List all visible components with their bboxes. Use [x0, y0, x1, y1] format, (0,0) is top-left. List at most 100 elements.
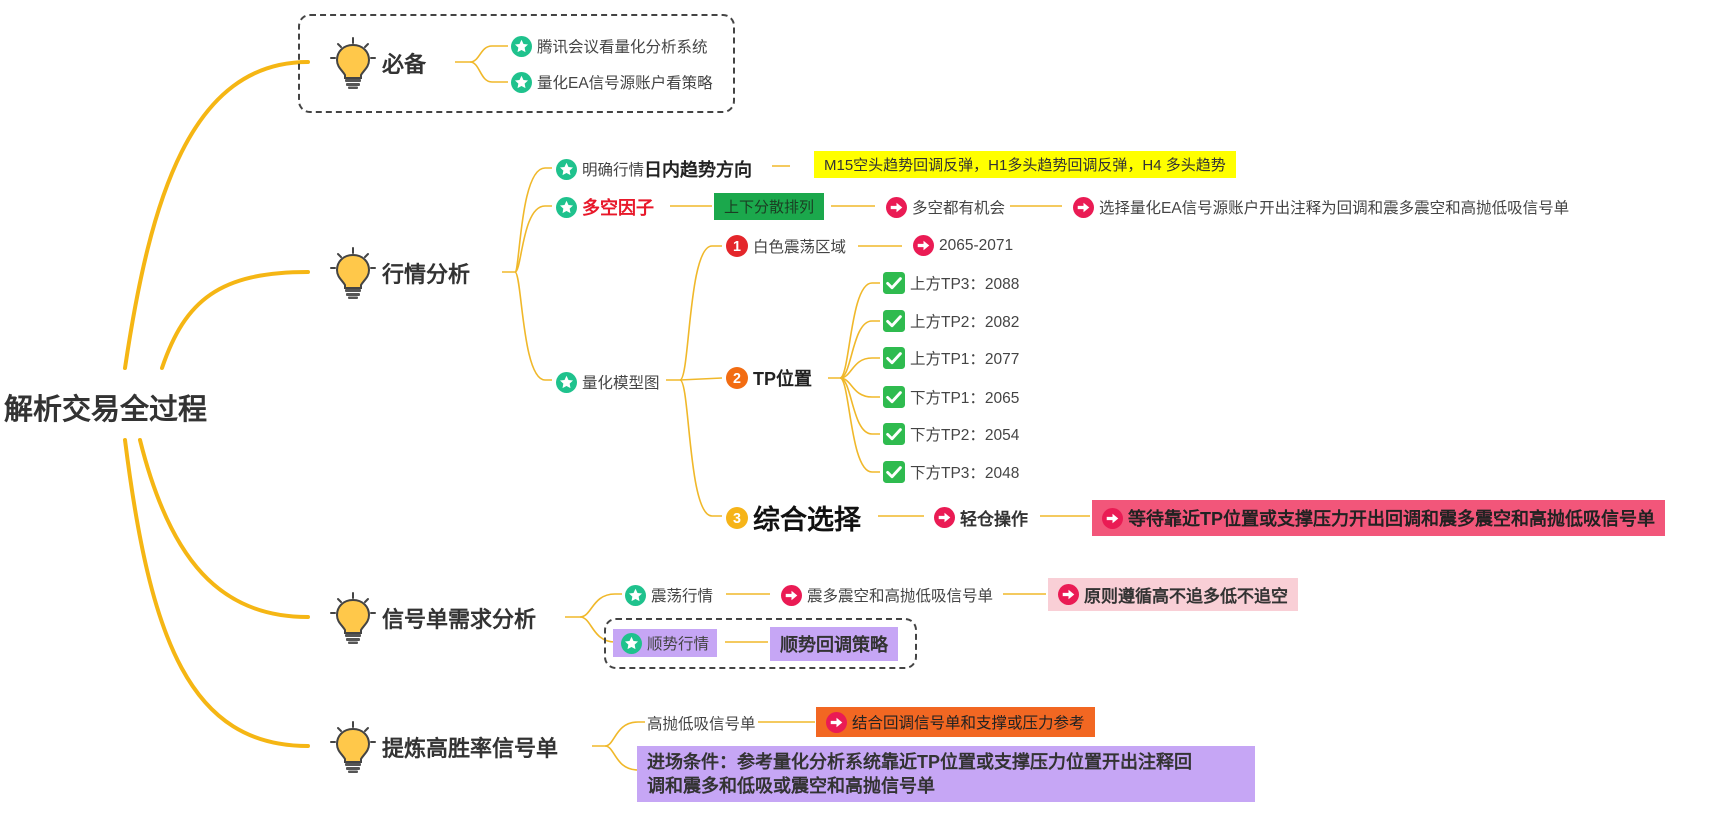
item-model[interactable]: 量化模型图: [556, 371, 660, 393]
item-oscillation[interactable]: 震荡行情: [625, 584, 713, 606]
entry-condition[interactable]: 进场条件：参考量化分析系统靠近TP位置或支撑压力位置开出注释回 调和震多和低吸或…: [637, 746, 1255, 802]
factor-chance[interactable]: 多空都有机会: [886, 196, 1005, 218]
choice-wait-text: 等待靠近TP位置或支撑压力开出回调和震多震空和高抛低吸信号单: [1128, 509, 1655, 529]
frame-trend-market: [604, 618, 917, 669]
principle[interactable]: 原则遵循高不追多低不追空: [1048, 578, 1298, 611]
root-topic: 解析交易全过程: [4, 394, 208, 426]
factor-choice[interactable]: 选择量化EA信号源账户开出注释为回调和震多震空和高抛低吸信号单: [1073, 196, 1569, 218]
factor-choice-text: 选择量化EA信号源账户开出注释为回调和震多震空和高抛低吸信号单: [1099, 200, 1570, 217]
trend-prefix: 明确行情: [582, 162, 645, 179]
item-text: 量化EA信号源账户看策略: [537, 75, 713, 92]
trend-market-text: 顺势行情: [647, 636, 710, 653]
arrow-right-icon: [1058, 584, 1079, 605]
choice-wait[interactable]: 等待靠近TP位置或支撑压力开出回调和震多震空和高抛低吸信号单: [1092, 500, 1665, 536]
topic-xinhao-label: 信号单需求分析: [382, 607, 537, 632]
svg-text:2: 2: [733, 371, 741, 387]
checkmark-icon: [883, 423, 905, 445]
star-icon: [621, 632, 642, 654]
tp-text: 上方TP2：2082: [910, 314, 1020, 331]
entry-line-1: 进场条件：参考量化分析系统靠近TP位置或支撑压力位置开出注释回: [647, 752, 1192, 772]
branch-line-xinhao: [138, 438, 310, 619]
item-trend-direction[interactable]: 明确行情日内趋势方向: [556, 156, 752, 182]
choice-light[interactable]: 轻仓操作: [934, 505, 1028, 530]
lightbulb-icon: [330, 37, 376, 89]
star-icon: [556, 158, 577, 180]
zone-range-text: 2065-2071: [939, 236, 1014, 254]
entry-line-2: 调和震多和低吸或震空和高抛信号单: [647, 776, 935, 796]
frame-bibei: [298, 14, 735, 113]
osc-signal-text: 震多震空和高抛低吸信号单: [807, 588, 994, 605]
factor-chance-text: 多空都有机会: [912, 200, 1006, 217]
topic-tilian-label: 提炼高胜率信号单: [382, 736, 559, 761]
branch-line-bibei: [123, 60, 310, 370]
checkmark-icon: [883, 347, 905, 369]
item-ea-account[interactable]: 量化EA信号源账户看策略: [511, 71, 713, 93]
item-sell-high[interactable]: 高抛低吸信号单: [647, 712, 756, 734]
item-text: 腾讯会议看量化分析系统: [537, 39, 708, 56]
sell-high-text: 高抛低吸信号单: [647, 716, 756, 733]
factor-text: 多空因子: [582, 198, 654, 218]
item-tp[interactable]: 2 TP位置: [726, 365, 812, 391]
tp-item[interactable]: 下方TP3：2048: [883, 461, 1019, 483]
tp-title: TP位置: [753, 369, 813, 389]
checkmark-icon: [883, 461, 905, 483]
number-3-icon: 3: [726, 506, 748, 529]
trend-note-text: M15空头趋势回调反弹，H1多头趋势回调反弹，H4 多头趋势: [824, 157, 1226, 174]
tp-item[interactable]: 下方TP1：2065: [883, 386, 1019, 408]
tp-item[interactable]: 上方TP3：2088: [883, 272, 1019, 294]
lightbulb-icon: [330, 247, 376, 299]
star-icon: [625, 584, 646, 606]
item-zone[interactable]: 1 白色震荡区域: [726, 235, 846, 257]
item-choice[interactable]: 3 综合选择: [726, 498, 861, 537]
arrow-right-icon: [913, 235, 934, 256]
number-2-icon: 2: [726, 367, 748, 389]
factor-tag-text: 上下分散排列: [724, 199, 815, 216]
arrow-right-icon: [886, 196, 907, 218]
item-trend-market[interactable]: 顺势行情: [613, 629, 718, 657]
tp-item[interactable]: 上方TP1：2077: [883, 347, 1019, 369]
tp-item[interactable]: 上方TP2：2082: [883, 310, 1019, 332]
item-factor[interactable]: 多空因子: [556, 194, 654, 220]
star-icon: [511, 71, 532, 93]
item-tencent-meeting[interactable]: 腾讯会议看量化分析系统: [511, 35, 708, 57]
star-icon: [556, 371, 577, 393]
zone-range[interactable]: 2065-2071: [913, 235, 1013, 256]
number-1-icon: 1: [726, 235, 748, 257]
topic-bibei[interactable]: 必备: [330, 37, 426, 89]
topic-xinhao[interactable]: 信号单需求分析: [330, 592, 536, 644]
arrow-right-icon: [781, 584, 802, 606]
arrow-right-icon: [1102, 507, 1123, 529]
topic-tilian[interactable]: 提炼高胜率信号单: [330, 721, 558, 773]
factor-tag[interactable]: 上下分散排列: [714, 193, 825, 220]
tp-item[interactable]: 下方TP2：2054: [883, 423, 1019, 445]
combine[interactable]: 结合回调信号单和支撑或压力参考: [816, 707, 1095, 737]
branch-line-hangqing: [160, 270, 310, 370]
tp-text: 下方TP3：2048: [910, 465, 1020, 482]
branch-line-tilian: [123, 438, 310, 748]
arrow-right-icon: [934, 507, 955, 528]
model-text: 量化模型图: [582, 375, 660, 392]
tp-text: 下方TP1：2065: [910, 390, 1020, 407]
svg-text:3: 3: [733, 510, 741, 526]
star-icon: [556, 196, 577, 218]
trend-bold: 日内趋势方向: [644, 160, 753, 180]
trend-strategy[interactable]: 顺势回调策略: [770, 627, 898, 661]
tp-text: 上方TP1：2077: [910, 351, 1020, 368]
topic-bibei-label: 必备: [382, 52, 427, 77]
checkmark-icon: [883, 310, 905, 332]
arrow-right-icon: [1073, 196, 1094, 218]
osc-signal[interactable]: 震多震空和高抛低吸信号单: [781, 584, 993, 606]
checkmark-icon: [883, 272, 905, 294]
checkmark-icon: [883, 386, 905, 408]
zone-text: 白色震荡区域: [753, 239, 847, 256]
oscillation-text: 震荡行情: [651, 588, 714, 605]
choice-text: 综合选择: [753, 505, 861, 535]
star-icon: [511, 35, 532, 57]
lightbulb-icon: [330, 721, 376, 773]
svg-text:1: 1: [733, 239, 741, 255]
topic-hangqing[interactable]: 行情分析: [330, 247, 470, 299]
trend-note[interactable]: M15空头趋势回调反弹，H1多头趋势回调反弹，H4 多头趋势: [814, 151, 1236, 178]
tp-text: 下方TP2：2054: [910, 427, 1020, 444]
principle-text: 原则遵循高不追多低不追空: [1084, 587, 1288, 606]
lightbulb-icon: [330, 592, 376, 644]
